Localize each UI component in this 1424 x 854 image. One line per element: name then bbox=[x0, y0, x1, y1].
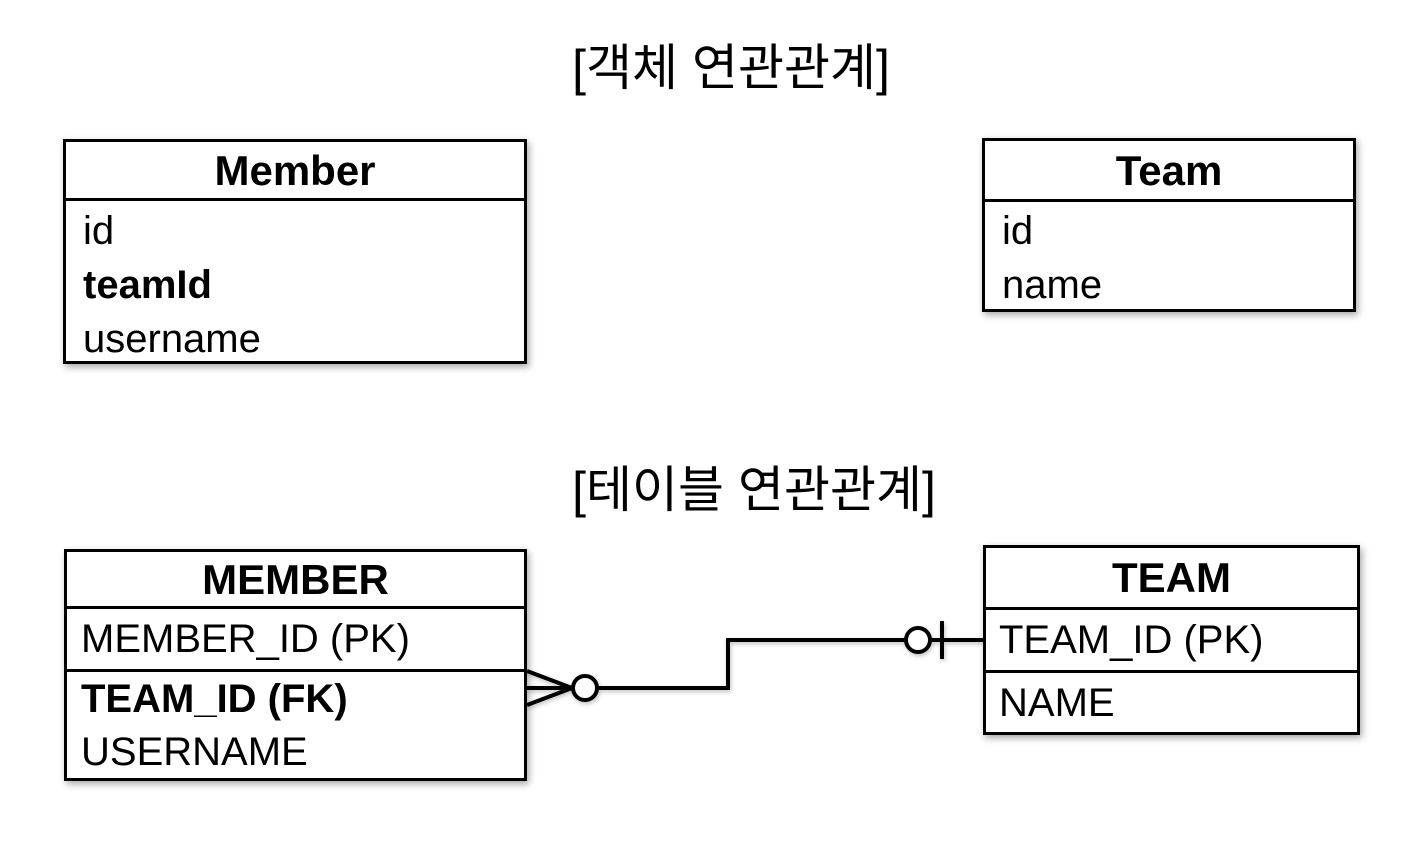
member-field-teamid: teamId bbox=[83, 263, 212, 307]
member-table-name: MEMBER bbox=[67, 552, 524, 609]
team-class-name: Team bbox=[985, 141, 1353, 202]
member-field-username: username bbox=[83, 317, 261, 361]
team-class-box: Team id name bbox=[982, 138, 1356, 312]
table-relationship-title: [테이블 연관관계] bbox=[572, 462, 936, 518]
member-table-field-rows: TEAM_ID (FK) USERNAME bbox=[67, 672, 524, 778]
crows-foot-icon bbox=[526, 669, 573, 707]
member-table-fk-row: TEAM_ID (FK) bbox=[81, 677, 348, 721]
member-class-fields: id teamId username bbox=[66, 201, 524, 366]
team-table-field-rows: NAME bbox=[986, 673, 1357, 731]
optionality-circle-team-icon bbox=[904, 626, 932, 654]
relationship-line bbox=[584, 638, 983, 690]
member-class-box: Member id teamId username bbox=[63, 139, 527, 364]
member-class-name: Member bbox=[66, 142, 524, 201]
optionality-circle-member-icon bbox=[571, 674, 599, 702]
member-table-box: MEMBER MEMBER_ID (PK) TEAM_ID (FK) USERN… bbox=[64, 549, 527, 781]
team-field-name: name bbox=[1002, 263, 1103, 307]
team-field-id: id bbox=[1002, 209, 1034, 253]
member-table-pk-row: MEMBER_ID (PK) bbox=[67, 609, 524, 672]
team-table-name: TEAM bbox=[986, 548, 1357, 610]
member-field-id: id bbox=[83, 209, 115, 253]
object-relationship-title: [객체 연관관계] bbox=[572, 40, 890, 96]
team-table-pk-row: TEAM_ID (PK) bbox=[986, 610, 1357, 673]
team-class-fields: id name bbox=[985, 202, 1353, 312]
team-table-box: TEAM TEAM_ID (PK) NAME bbox=[983, 545, 1360, 735]
team-table-name-row: NAME bbox=[999, 681, 1115, 725]
member-table-username-row: USERNAME bbox=[81, 730, 308, 774]
